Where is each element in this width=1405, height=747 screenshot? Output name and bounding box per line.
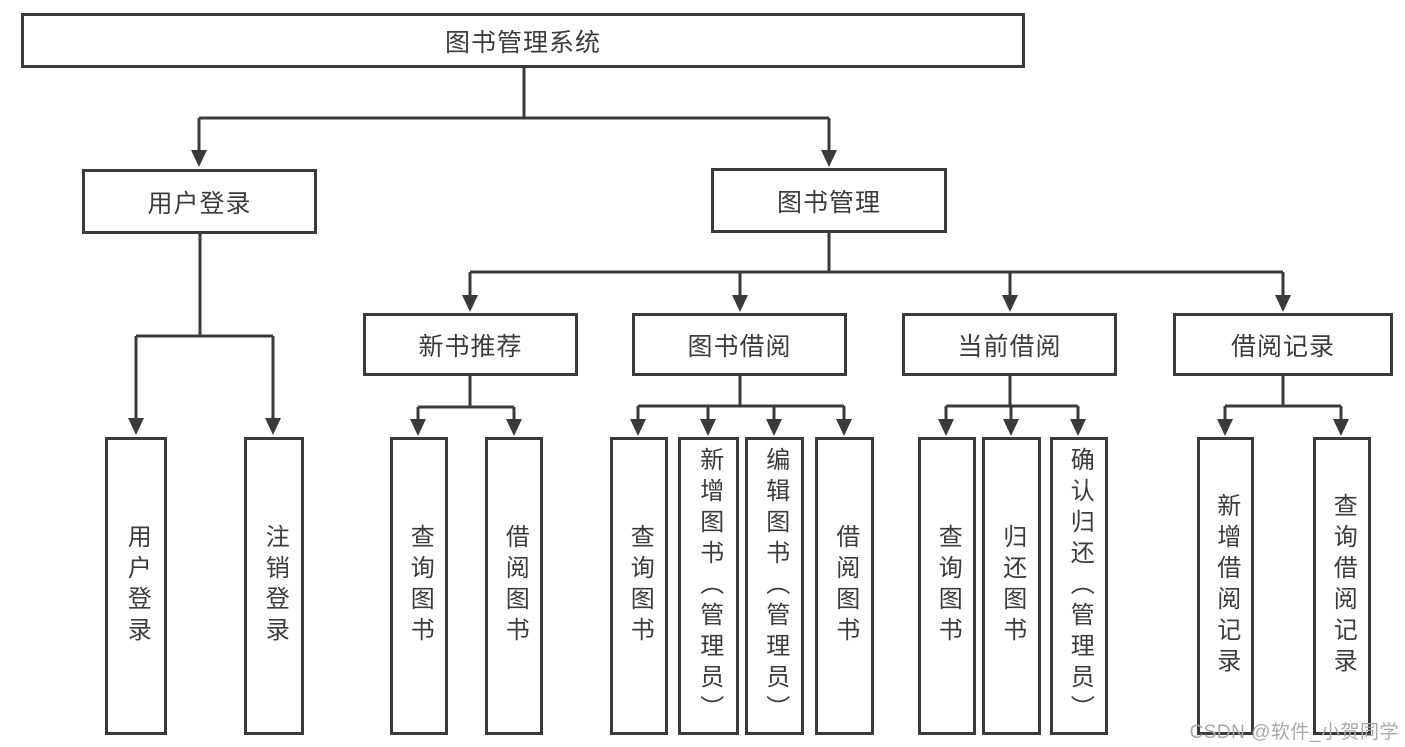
csdn-watermark: CSDN @软件_小贺同学 (1189, 722, 1399, 743)
leaf-user-login: 用户登录 (105, 437, 167, 735)
leaf-borrow-books-borrowing: 借阅图书 (815, 437, 874, 735)
node-label: 新书推荐 (418, 332, 523, 361)
node-label: 新增图书（管理员） (695, 446, 723, 726)
node-label: 图书管理系统 (444, 28, 601, 57)
leaf-borrow-books-recommend: 借阅图书 (485, 437, 543, 735)
leaf-query-books-recommend: 查询图书 (390, 437, 448, 735)
node-label: 查询借阅记录 (1329, 493, 1357, 679)
leaf-edit-book-admin: 编辑图书（管理员） (745, 437, 804, 735)
leaf-add-borrow-record: 新增借阅记录 (1197, 437, 1254, 735)
node-label: 用户登录 (123, 524, 151, 648)
leaf-confirm-return-admin: 确认归还（管理员） (1050, 437, 1108, 735)
node-label: 查询图书 (406, 524, 434, 648)
node-label: 用户登录 (147, 189, 252, 218)
node-book-management-branch: 图书管理 (711, 168, 947, 233)
node-label: 确认归还（管理员） (1066, 446, 1094, 726)
node-label: 编辑图书（管理员） (761, 446, 789, 726)
node-library-management-system: 图书管理系统 (21, 13, 1025, 68)
node-book-borrowing: 图书借阅 (632, 313, 847, 376)
leaf-add-book-admin: 新增图书（管理员） (678, 437, 739, 735)
node-new-book-recommendation: 新书推荐 (363, 313, 578, 376)
leaf-query-borrow-record: 查询借阅记录 (1313, 437, 1371, 735)
node-user-login-branch: 用户登录 (82, 169, 317, 234)
node-label: 借阅图书 (501, 524, 529, 648)
node-label: 借阅记录 (1230, 332, 1335, 361)
node-label: 查询图书 (626, 524, 654, 648)
node-label: 当前借阅 (957, 332, 1062, 361)
node-label: 注销登录 (261, 524, 289, 648)
node-borrowing-records: 借阅记录 (1173, 313, 1393, 376)
node-label: 图书管理 (776, 188, 881, 217)
leaf-query-books-borrowing: 查询图书 (610, 437, 668, 735)
tree-edges (134, 68, 1343, 421)
node-label: 归还图书 (998, 524, 1026, 648)
leaf-return-books: 归还图书 (982, 437, 1041, 735)
node-current-borrowing: 当前借阅 (902, 313, 1117, 376)
node-label: 图书借阅 (687, 332, 792, 361)
leaf-logout-login: 注销登录 (244, 437, 304, 735)
leaf-query-books-current: 查询图书 (918, 437, 976, 735)
node-label: 借阅图书 (831, 524, 859, 648)
node-label: 新增借阅记录 (1212, 493, 1240, 679)
node-label: 查询图书 (934, 524, 962, 648)
